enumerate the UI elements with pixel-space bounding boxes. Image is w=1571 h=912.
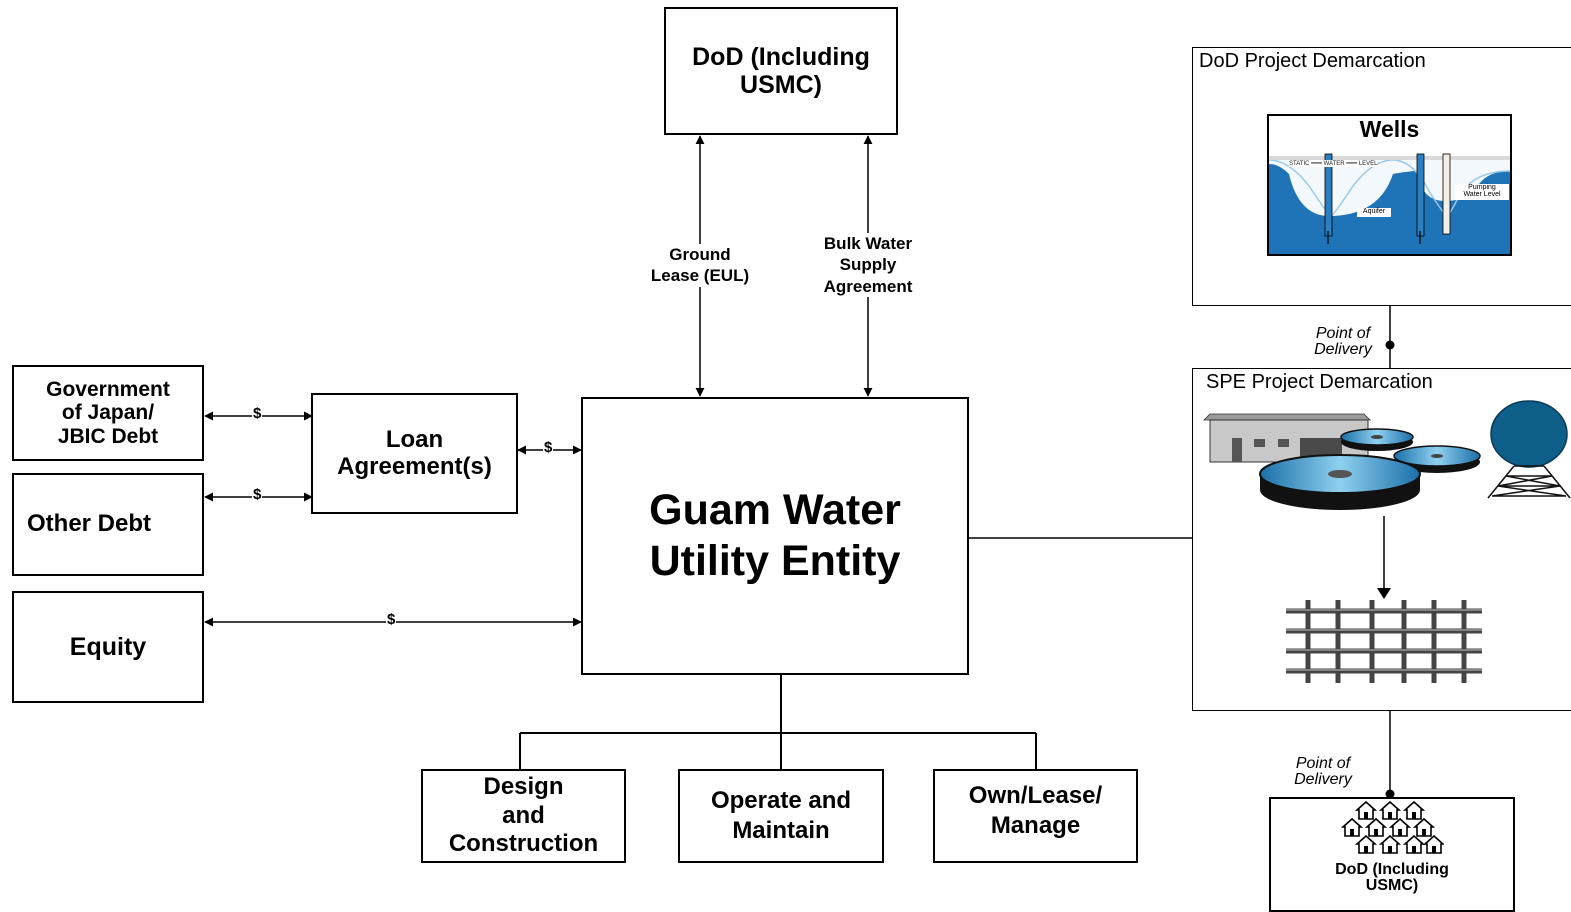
loan-agreement-box: Loan Agreement(s)	[311, 393, 518, 514]
ground-lease-label: Ground Lease (EUL)	[630, 244, 770, 287]
gov-japan-label: Government of Japan/ JBIC Debt	[46, 377, 170, 448]
other-debt-box: Other Debt	[12, 473, 204, 576]
houses-icon	[1342, 801, 1444, 854]
loan-agreement-label: Loan Agreement(s)	[337, 425, 492, 480]
pipe-grid-icon	[1286, 600, 1482, 683]
dollar-label-other: $	[252, 486, 263, 503]
design-construction-box: Design and Construction	[421, 769, 626, 863]
bulk-water-label: Bulk Water Supply Agreement	[796, 233, 940, 297]
operate-maintain-box: Operate and Maintain	[678, 769, 884, 863]
delivery-point-dot	[1385, 340, 1395, 350]
design-construction-label: Design and Construction	[448, 772, 599, 858]
dollar-label-gov: $	[252, 405, 263, 422]
dollar-label-loan: $	[543, 439, 554, 456]
operate-maintain-label: Operate and Maintain	[710, 787, 852, 844]
dod-top-box: DoD (Including USMC)	[664, 7, 898, 135]
central-entity-box: Guam Water Utility Entity	[581, 397, 969, 675]
plant-to-pipes-arrow	[1377, 516, 1391, 599]
delivery-point-dot-2	[1385, 789, 1395, 799]
dod-project-title: DoD Project Demarcation	[1199, 50, 1426, 72]
gov-japan-box: Government of Japan/ JBIC Debt	[12, 365, 204, 461]
other-debt-label: Other Debt	[27, 510, 152, 538]
aquifer-label: Aquifer	[1362, 208, 1386, 215]
point-of-delivery-label-2: Point of Delivery	[1294, 755, 1352, 788]
wells-cross-section-icon: Wells STATIC ━━━ WATER ━━━ LEVEL Aquifer…	[1267, 114, 1512, 256]
wells-title: Wells	[1359, 116, 1420, 142]
dod-top-label: DoD (Including USMC)	[692, 43, 870, 99]
dollar-label-equity: $	[386, 611, 397, 628]
pumping-water-level-label: Pumping Water Level	[1463, 184, 1501, 198]
dod-bottom-label: DoD (Including USMC)	[1335, 861, 1449, 894]
own-lease-manage-box: Own/Lease/ Manage	[933, 769, 1138, 863]
static-water-level-label: STATIC ━━━ WATER ━━━ LEVEL	[1289, 160, 1378, 167]
water-tower-icon	[1487, 400, 1571, 499]
equity-label: Equity	[69, 633, 147, 661]
equity-box: Equity	[12, 591, 204, 703]
spe-project-title: SPE Project Demarcation	[1206, 371, 1433, 393]
own-lease-manage-label: Own/Lease/ Manage	[968, 782, 1103, 839]
treatment-plant-icon	[1203, 413, 1481, 510]
point-of-delivery-label-1: Point of Delivery	[1314, 325, 1372, 358]
central-entity-label: Guam Water Utility Entity	[649, 486, 901, 585]
